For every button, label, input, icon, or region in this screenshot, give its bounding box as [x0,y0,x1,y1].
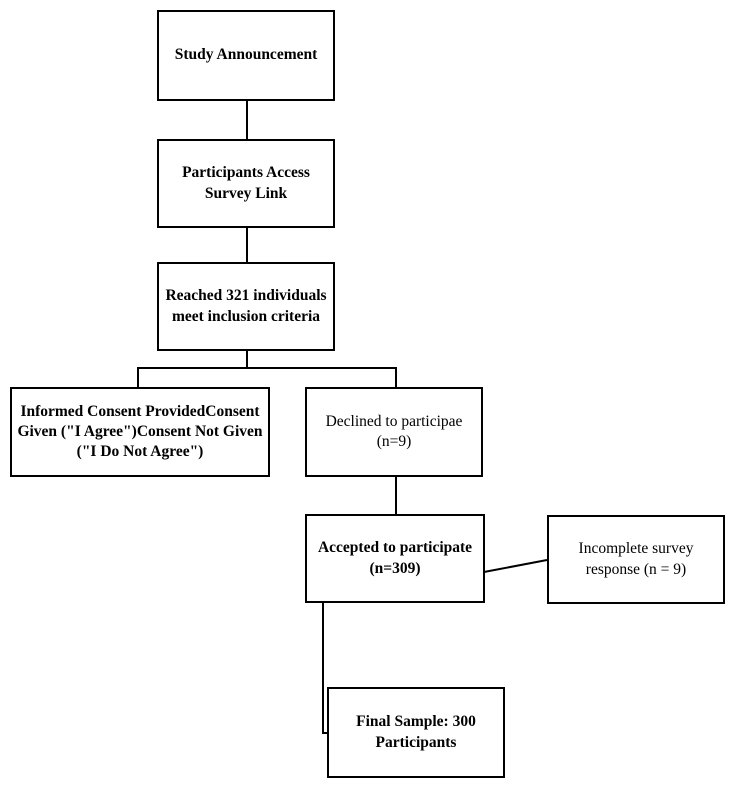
node-incomplete-survey-label: Incomplete survey response (n = 9) [578,540,694,578]
node-participants-access-label: Participants Access Survey Link [182,164,310,202]
node-informed-consent: Informed Consent ProvidedConsent Given (… [10,387,270,477]
node-accepted: Accepted to participate (n=309) [305,514,485,603]
node-study-announcement-label: Study Announcement [174,46,318,64]
node-reached-individuals-label: Reached 321 individuals meet inclusion c… [165,287,327,325]
node-incomplete-survey: Incomplete survey response (n = 9) [547,515,725,604]
node-study-announcement: Study Announcement [157,10,335,101]
node-accepted-label: Accepted to participate (n=309) [317,539,473,577]
node-final-sample-label: Final Sample: 300 Participants [356,713,476,751]
connector-accepted-incomplete [483,559,548,573]
node-informed-consent-label: Informed Consent ProvidedConsent Given (… [17,402,263,461]
node-final-sample: Final Sample: 300 Participants [327,687,505,778]
node-participants-access: Participants Access Survey Link [157,139,335,228]
connector-reached-declined [247,367,397,387]
node-declined-label: Declined to participae (n=9) [325,412,463,450]
node-declined: Declined to participae (n=9) [305,387,483,477]
node-reached-individuals: Reached 321 individuals meet inclusion c… [157,262,335,351]
connector-reached-split [137,350,248,387]
